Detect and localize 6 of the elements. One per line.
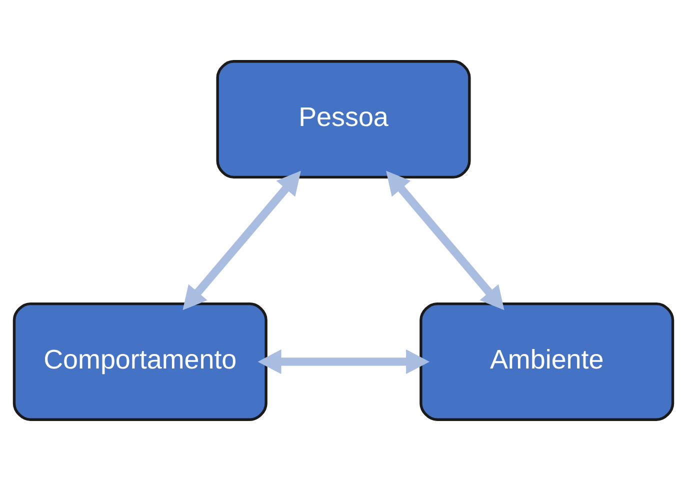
arrow bbox=[182, 170, 301, 310]
node-box: Ambiente bbox=[420, 302, 674, 421]
arrow bbox=[258, 349, 430, 374]
node-box: Pessoa bbox=[216, 60, 471, 179]
arrow bbox=[386, 170, 504, 310]
node-box: Comportamento bbox=[12, 302, 268, 421]
